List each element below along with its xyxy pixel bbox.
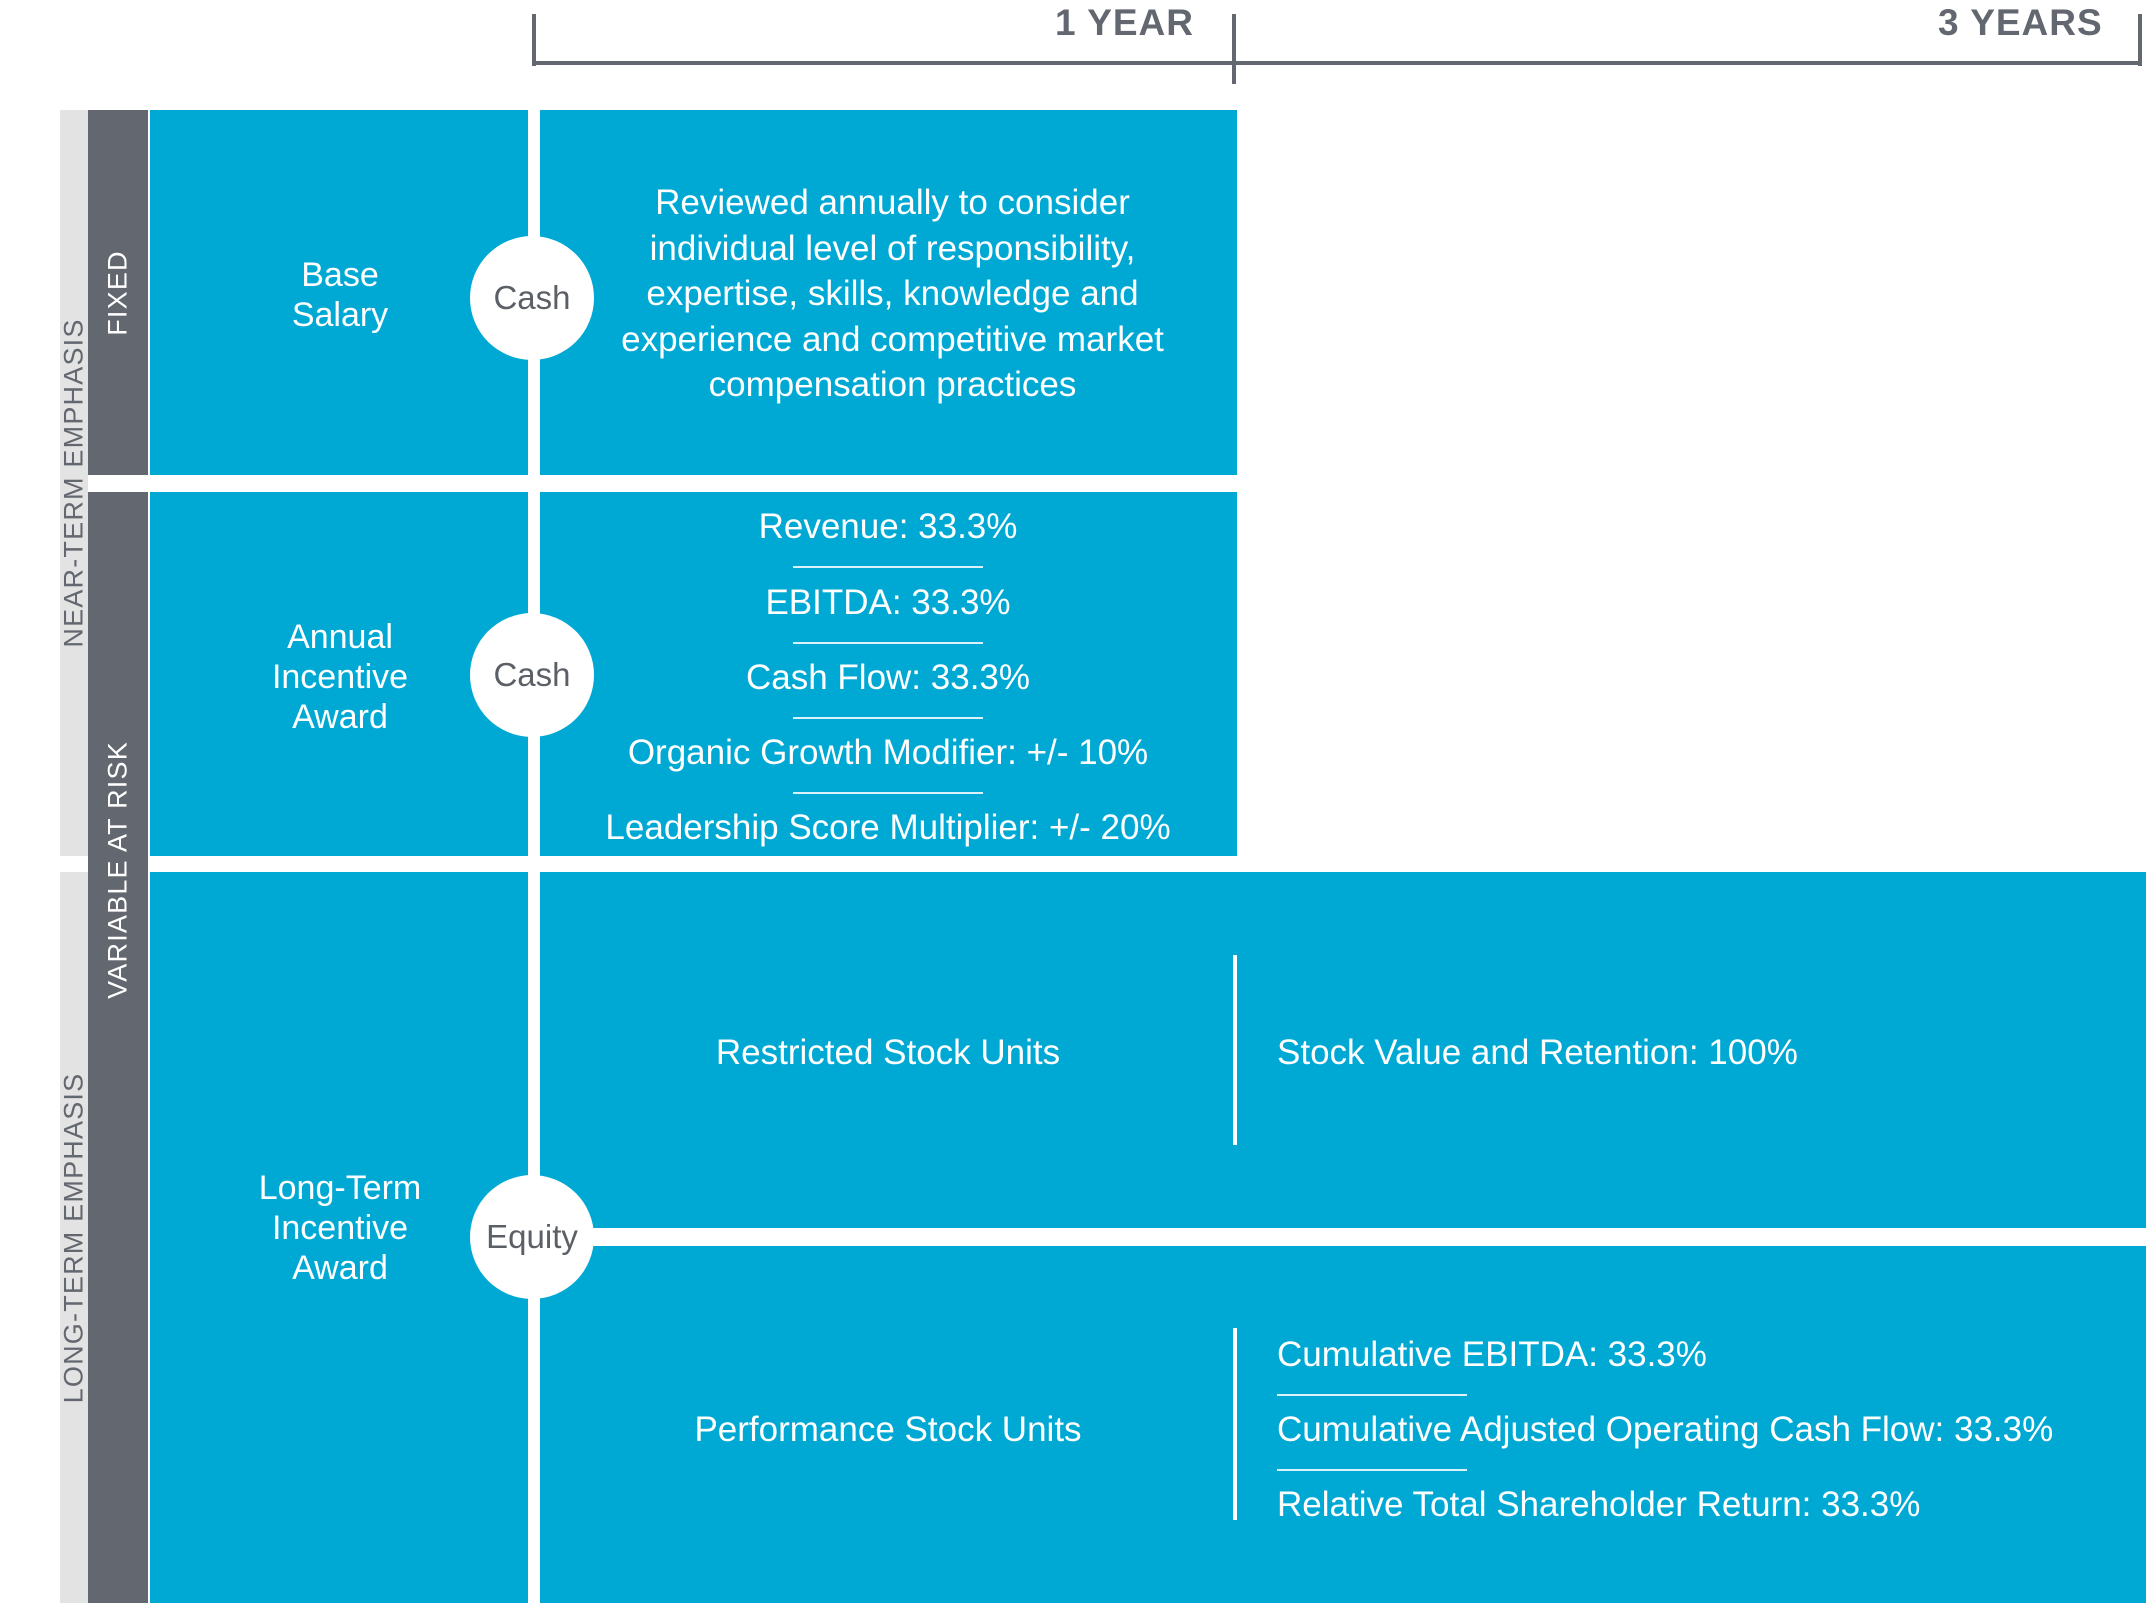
rail-variable-at-risk-label: VARIABLE AT RISK (102, 740, 133, 999)
psu-vertical-divider (1233, 1328, 1237, 1520)
annual-incentive-metric: EBITDA: 33.3% (765, 583, 1011, 622)
timeline-tick-start (532, 14, 536, 66)
row-annual-incentive-component-panel (150, 492, 528, 856)
base-salary-description: Reviewed annually to consider individual… (621, 183, 1164, 404)
rail-near-term-emphasis: NEAR-TERM EMPHASIS (58, 110, 89, 856)
rail-near-term-label: NEAR-TERM EMPHASIS (58, 318, 89, 648)
long-term-incentive-component-label: Long-Term Incentive Award (258, 1169, 422, 1288)
base-salary-node-cash: Cash (470, 236, 594, 360)
annual-incentive-separator (793, 642, 983, 644)
rsu-vertical-divider (1233, 955, 1237, 1145)
annual-incentive-metric: Leadership Score Multiplier: +/- 20% (605, 808, 1171, 847)
row-annual-incentive-detail-panel (540, 492, 1237, 856)
rail-fixed: FIXED (88, 110, 148, 475)
psu-metric: Cumulative Adjusted Operating Cash Flow:… (1277, 1410, 2054, 1449)
annual-incentive-metric: Cash Flow: 33.3% (745, 658, 1031, 697)
annual-incentive-separator (793, 717, 983, 719)
psu-metric: Cumulative EBITDA: 33.3% (1277, 1335, 1707, 1374)
rsu-metric: Stock Value and Retention: 100% (1277, 1033, 1798, 1072)
timeline-baseline (532, 61, 2142, 65)
annual-incentive-node-cash: Cash (470, 613, 594, 737)
rail-long-term-emphasis: LONG-TERM EMPHASIS (58, 872, 89, 1603)
psu-separator (1277, 1469, 1467, 1471)
long-term-rsu-psu-divider (590, 1228, 2146, 1246)
annual-incentive-component-label: Annual Incentive Award (271, 618, 409, 737)
annual-incentive-metric: Organic Growth Modifier: +/- 10% (627, 733, 1149, 772)
annual-incentive-separator (793, 566, 983, 568)
timeline-tick-one-year (1232, 14, 1236, 84)
rsu-vehicle-label: Restricted Stock Units (715, 1033, 1061, 1072)
timeline-tick-three-years (2138, 14, 2142, 66)
row-base-salary-detail-panel (540, 110, 1237, 475)
annual-incentive-metric: Revenue: 33.3% (758, 507, 1018, 546)
rail-fixed-label: FIXED (102, 249, 133, 336)
annual-incentive-separator (793, 792, 983, 794)
row-long-term-incentive-component-panel (150, 872, 528, 1603)
rail-long-term-label: LONG-TERM EMPHASIS (58, 1072, 89, 1403)
row-base-salary-component-panel (150, 110, 528, 475)
timeline-label-three-years: 3 YEARS (1938, 2, 2103, 43)
long-term-incentive-node-equity: Equity (470, 1175, 594, 1299)
psu-vehicle-label: Performance Stock Units (694, 1410, 1082, 1449)
base-salary-component-label: Base Salary (291, 256, 389, 335)
psu-separator (1277, 1394, 1467, 1396)
timeline-label-one-year: 1 YEAR (1055, 2, 1194, 43)
rail-variable-at-risk: VARIABLE AT RISK (88, 492, 148, 1603)
psu-metric: Relative Total Shareholder Return: 33.3% (1277, 1485, 1921, 1524)
